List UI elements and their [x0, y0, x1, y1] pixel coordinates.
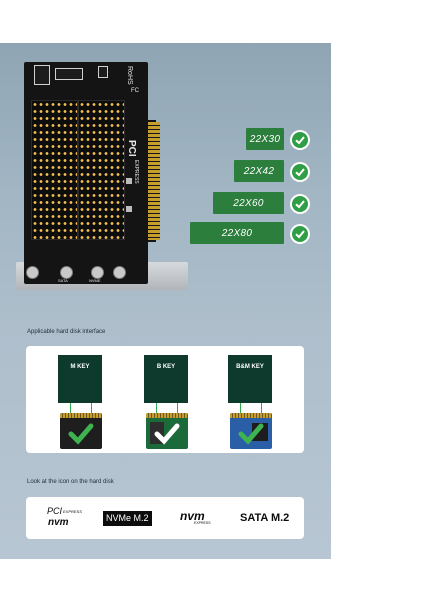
icon-section-title: Look at the icon on the hard disk	[27, 479, 114, 485]
logo-panel	[26, 497, 304, 539]
size-22x60: 22X60	[213, 192, 284, 214]
check-icon	[238, 423, 264, 445]
port-label-nvme: NVME	[89, 278, 101, 283]
check-icon	[290, 130, 310, 150]
express-logo-small: EXPRESS	[194, 521, 211, 525]
bm-key-label: B&M KEY	[228, 355, 272, 403]
m-key-label: M KEY	[58, 355, 102, 403]
express-logo: EXPRESS	[63, 509, 82, 514]
check-icon	[290, 224, 310, 244]
check-icon	[290, 194, 310, 214]
cert-mark: FC	[131, 88, 139, 94]
power-connector	[55, 68, 83, 80]
m2-slot-1	[31, 100, 78, 240]
nvm-logo-small: nvm	[48, 517, 69, 528]
express-label: EXPRESS	[133, 160, 139, 184]
check-icon	[290, 162, 310, 182]
status-led	[126, 206, 132, 212]
screw-icon	[113, 266, 126, 279]
size-22x80: 22X80	[190, 222, 284, 244]
check-icon	[68, 423, 94, 445]
gold-edge	[146, 413, 188, 418]
b-key-drive	[146, 413, 188, 449]
screw-icon	[60, 266, 73, 279]
m-key-drive	[60, 413, 102, 449]
pci-logo: PCI	[47, 506, 63, 516]
screw-icon	[91, 266, 104, 279]
b-key-label: B KEY	[144, 355, 188, 403]
gold-edge	[60, 413, 102, 418]
gold-edge	[230, 413, 272, 418]
jumper	[98, 66, 108, 78]
check-icon	[154, 423, 180, 445]
pci-express-logo: PCI	[126, 140, 137, 157]
interface-section-title: Applicable hard disk interface	[27, 329, 106, 335]
sata-port	[34, 65, 50, 85]
status-led	[126, 178, 132, 184]
bm-key-drive	[230, 413, 272, 449]
sata-m2-logo: SATA M.2	[240, 512, 290, 524]
chip	[252, 423, 268, 441]
nvme-m2-badge: NVMe M.2	[103, 511, 152, 526]
port-label-sata: SATA	[58, 278, 68, 283]
size-22x30: 22X30	[246, 128, 284, 150]
screw-icon	[26, 266, 39, 279]
pcie-gold-fingers	[148, 122, 160, 240]
size-22x42: 22X42	[234, 160, 284, 182]
m2-slot-2	[78, 100, 125, 240]
nvm-logo-large: nvm	[180, 509, 205, 523]
rohs-mark: RoHS	[126, 66, 133, 85]
